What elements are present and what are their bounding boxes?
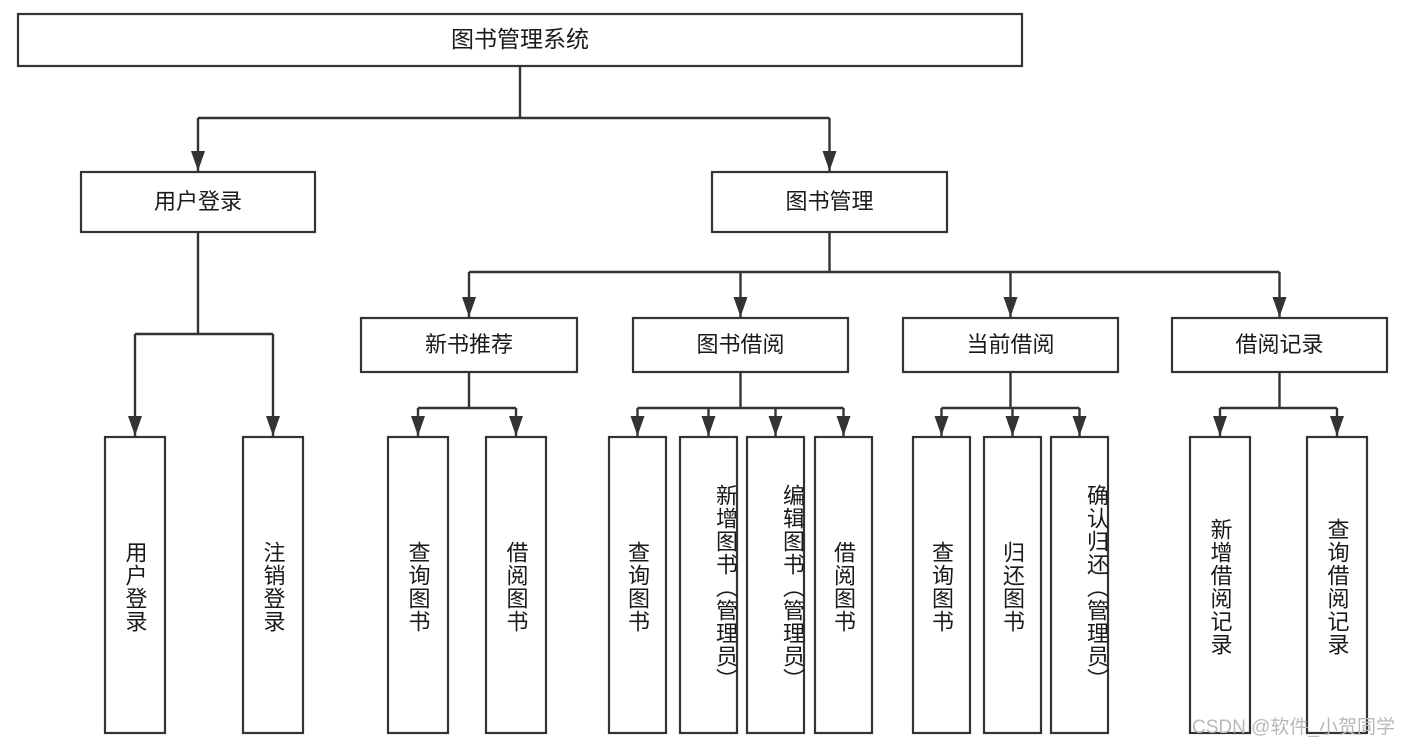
arrow-head-icon <box>1213 416 1227 436</box>
arrow-head-icon <box>1330 416 1344 436</box>
node-box-leaf-10 <box>1049 435 1110 735</box>
node-box-leaf-5 <box>678 435 739 735</box>
arrow-head-icon <box>266 416 280 436</box>
arrow-head-icon <box>1003 297 1018 317</box>
arrow-head-icon <box>822 151 837 171</box>
node-box-leaf-2 <box>386 435 450 735</box>
arrow-head-icon <box>836 416 851 436</box>
arrow-head-icon <box>509 416 523 436</box>
node-label-root: 图书管理系统 <box>451 26 589 52</box>
csdn-watermark: CSDN @软件_小贺同学 <box>1192 717 1395 738</box>
node-box-level2-1 <box>631 316 850 374</box>
arrow-head-icon <box>462 297 476 317</box>
node-box-leaf-11 <box>1188 435 1252 735</box>
node-label-level2-2: 当前借阅 <box>966 332 1054 357</box>
arrow-head-icon <box>1272 297 1287 317</box>
box-layer <box>16 12 1389 735</box>
arrow-head-icon <box>128 416 142 436</box>
node-label-level2-1: 图书借阅 <box>696 332 784 357</box>
node-box-leaf-12 <box>1305 435 1369 735</box>
arrow-head-icon <box>1072 416 1087 436</box>
arrow-head-icon <box>934 416 949 436</box>
node-box-root <box>16 12 1024 68</box>
node-box-leaf-7 <box>813 435 874 735</box>
node-label-level2-3: 借阅记录 <box>1235 332 1323 357</box>
node-label-level1-0: 用户登录 <box>154 189 242 214</box>
node-box-leaf-8 <box>911 435 972 735</box>
arrow-head-icon <box>733 297 748 317</box>
node-box-level2-0 <box>359 316 579 374</box>
node-box-leaf-1 <box>241 435 305 735</box>
arrow-head-icon <box>768 416 783 436</box>
arrow-head-icon <box>411 416 425 436</box>
node-box-leaf-4 <box>607 435 668 735</box>
arrow-head-icon <box>1005 416 1020 436</box>
node-label-level1-1: 图书管理 <box>785 189 873 214</box>
node-box-leaf-9 <box>982 435 1043 735</box>
node-box-leaf-6 <box>745 435 806 735</box>
node-box-leaf-3 <box>484 435 548 735</box>
connector-layer <box>128 66 1344 436</box>
arrow-head-icon <box>630 416 645 436</box>
node-box-level2-3 <box>1170 316 1389 374</box>
node-box-level1-1 <box>710 170 949 234</box>
node-label-level2-0: 新书推荐 <box>425 332 513 357</box>
arrow-head-icon <box>191 151 205 171</box>
node-box-level1-0 <box>79 170 317 234</box>
node-box-level2-2 <box>901 316 1120 374</box>
arrow-head-icon <box>701 416 716 436</box>
node-box-leaf-0 <box>103 435 167 735</box>
